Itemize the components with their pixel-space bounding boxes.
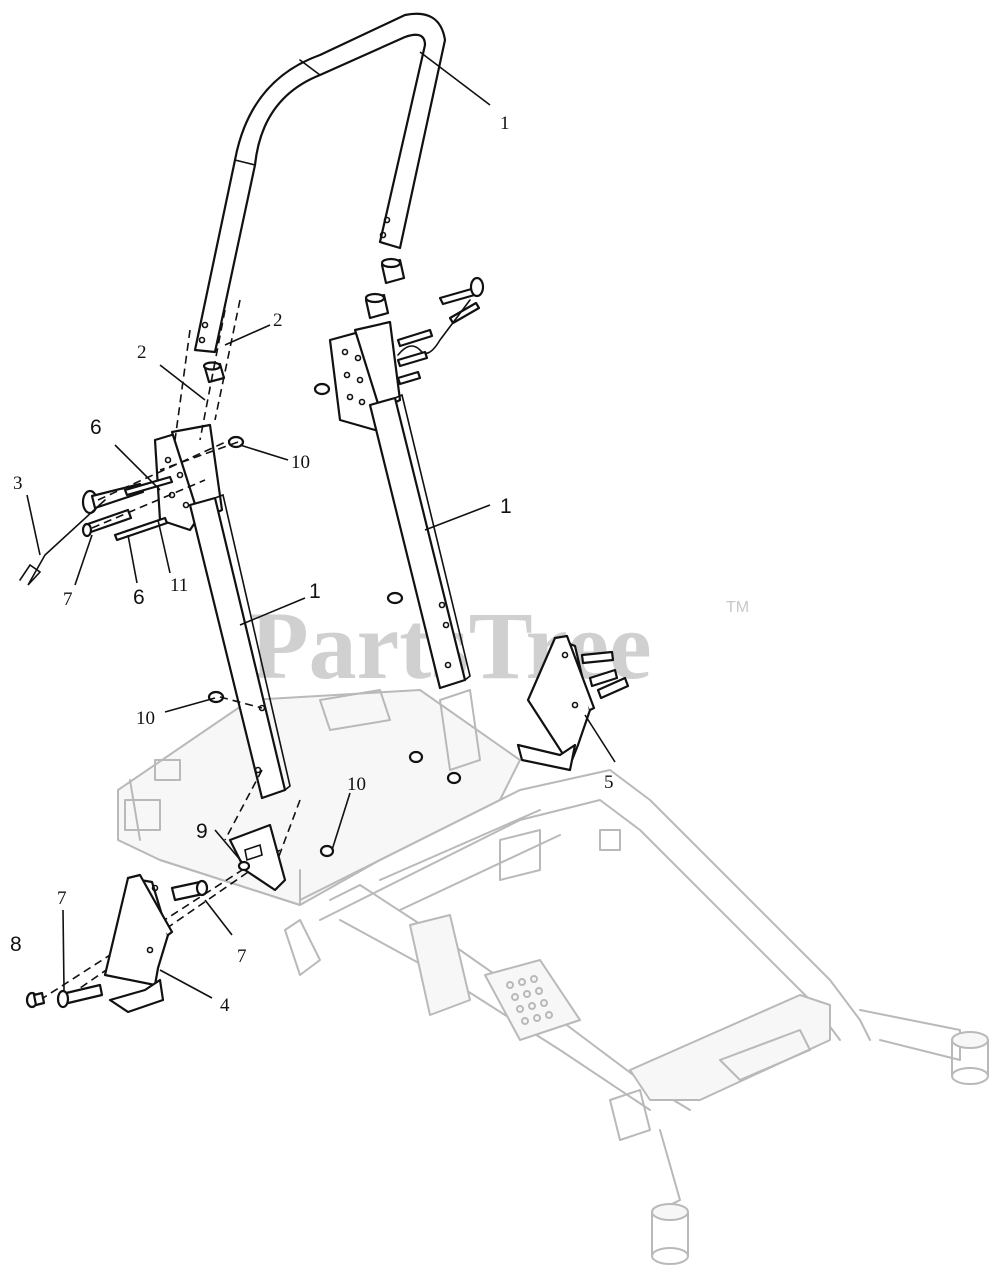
callout-4: 4 [220, 995, 230, 1016]
left-pivot-hardware [19, 435, 462, 858]
leader-lines [26, 51, 616, 999]
foot-bracket-left [25, 873, 209, 1014]
callout-7-upper: 7 [63, 589, 73, 610]
mower-frame [117, 689, 989, 1265]
left-base-socket [228, 823, 287, 892]
callout-1-top: 1 [500, 113, 510, 134]
callout-7-lower-left: 7 [57, 888, 67, 909]
callout-6-lower: 6 [133, 586, 145, 609]
watermark-tm: TM [726, 599, 749, 616]
callout-7-lower-right: 7 [237, 946, 247, 967]
spacer-bushings [202, 257, 406, 384]
roll-bar-upper [193, 12, 447, 354]
roll-bar-lower-right [313, 320, 471, 690]
callout-1-left: 1 [309, 580, 321, 603]
callout-2-lower: 2 [137, 342, 147, 363]
callout-1-right: 1 [500, 495, 512, 518]
footplate-holes [506, 975, 553, 1025]
callout-5: 5 [604, 772, 614, 793]
callout-10-upper: 10 [291, 452, 310, 473]
foot-bracket-right [516, 634, 630, 772]
callout-6-upper: 6 [90, 416, 102, 439]
roll-bar-lower-left [153, 423, 291, 800]
callout-11: 11 [170, 575, 188, 596]
callout-2-upper: 2 [273, 310, 283, 331]
callouts: 1 1 1 2 2 3 4 5 6 6 7 7 7 8 9 10 10 10 1… [10, 113, 614, 1016]
callout-10-center: 10 [347, 774, 366, 795]
callout-9: 9 [196, 820, 208, 843]
callout-8: 8 [10, 933, 22, 956]
callout-3: 3 [13, 473, 23, 494]
right-pivot-hardware [396, 276, 485, 386]
callout-10-left: 10 [136, 708, 155, 729]
